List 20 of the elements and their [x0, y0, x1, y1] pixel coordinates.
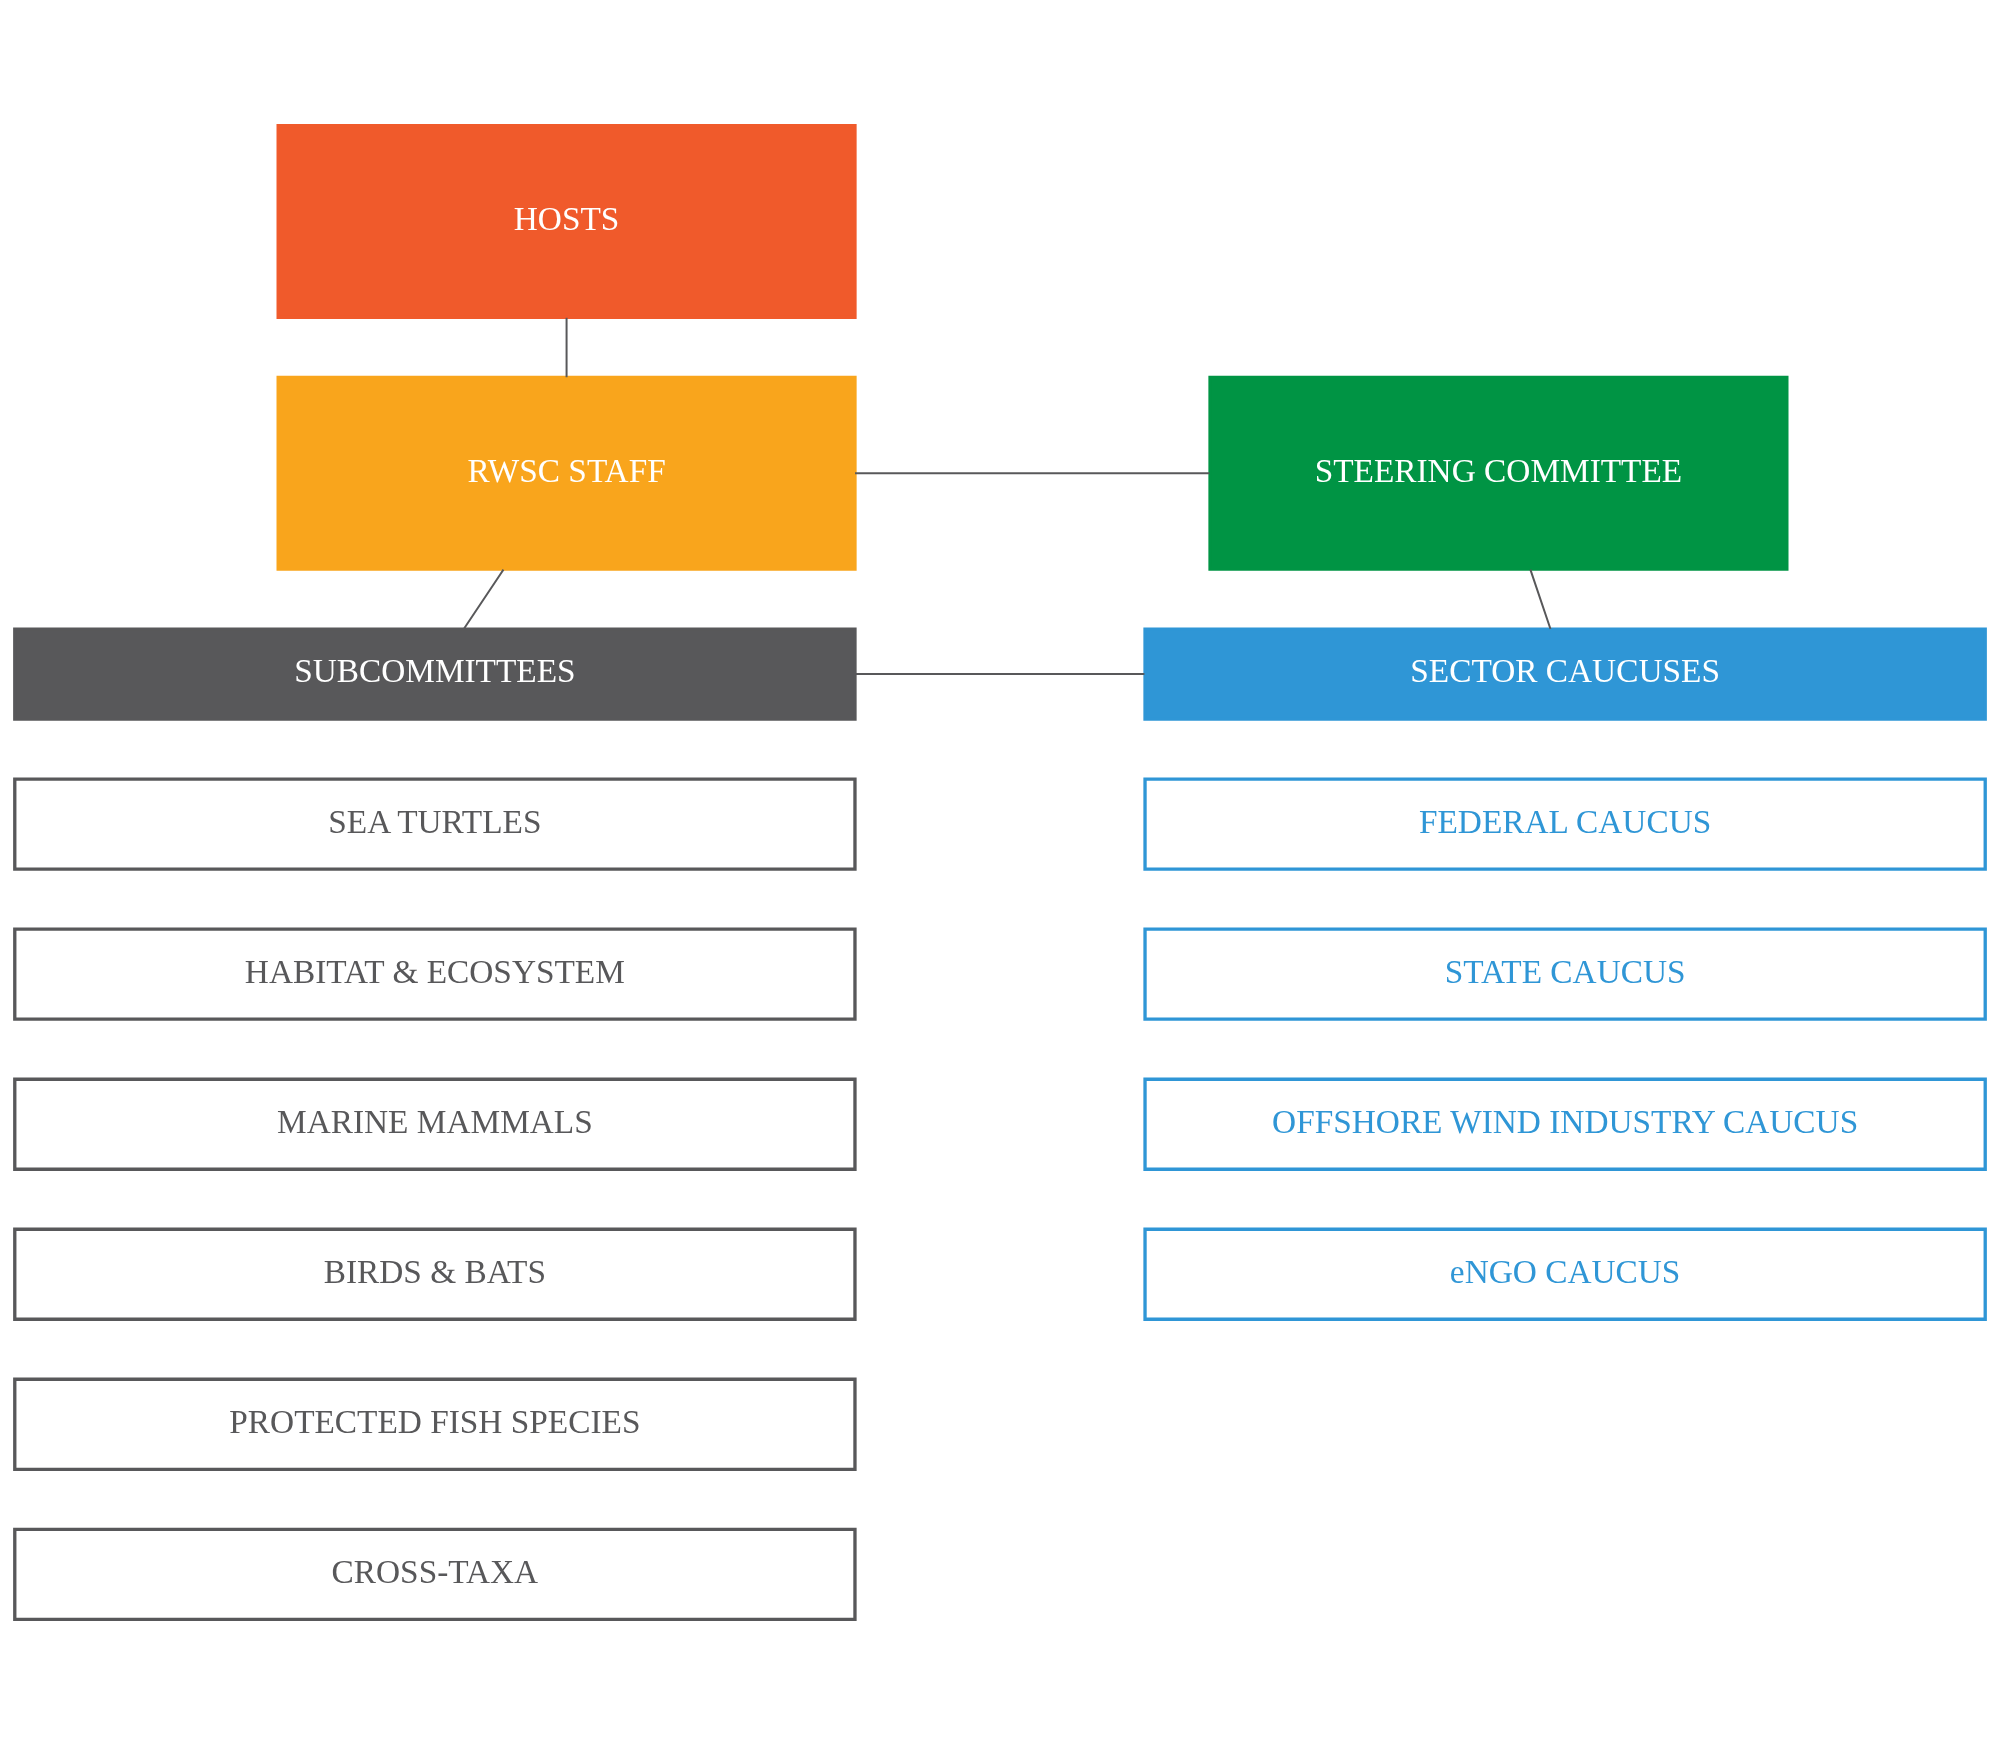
connector: [1529, 568, 1552, 630]
node-box: BIRDS & BATS: [13, 1227, 857, 1321]
node-box: STATE CAUCUS: [1143, 927, 1987, 1021]
node-box: FEDERAL CAUCUS: [1143, 777, 1987, 871]
node-box: SECTOR CAUCUSES: [1143, 626, 1987, 721]
node-box: HOSTS: [276, 123, 857, 319]
connector: [854, 672, 1146, 675]
node-box: RWSC STAFF: [276, 375, 857, 571]
connector: [565, 316, 568, 378]
connector: [854, 471, 1211, 474]
node-box: SUBCOMMITTEES: [13, 626, 857, 721]
node-box: STEERING COMMITTEE: [1208, 375, 1789, 571]
node-box: PROTECTED FISH SPECIES: [13, 1377, 857, 1471]
node-box: eNGO CAUCUS: [1143, 1227, 1987, 1321]
node-box: SEA TURTLES: [13, 777, 857, 871]
node-box: CROSS-TAXA: [13, 1527, 857, 1621]
node-box: HABITAT & ECOSYSTEM: [13, 927, 857, 1021]
node-box: OFFSHORE WIND INDUSTRY CAUCUS: [1143, 1077, 1987, 1171]
connector: [462, 568, 505, 630]
node-box: MARINE MAMMALS: [13, 1077, 857, 1171]
